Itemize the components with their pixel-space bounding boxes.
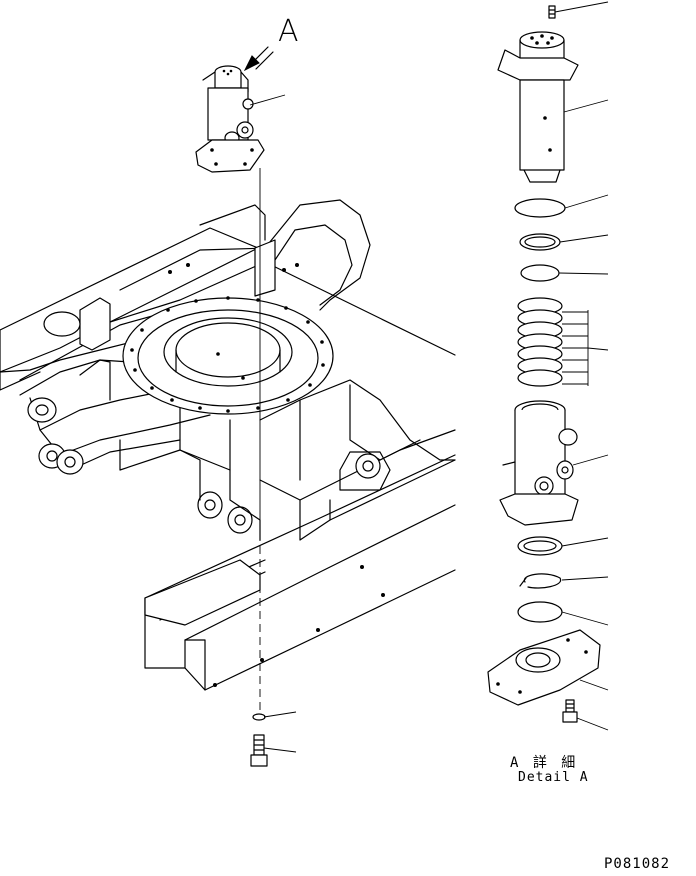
track-frame bbox=[0, 199, 456, 691]
leader-line bbox=[263, 747, 297, 753]
swing-circle bbox=[122, 296, 334, 415]
detail-label-english: Detail A bbox=[518, 770, 589, 785]
leader-line bbox=[263, 711, 297, 718]
view-label: A bbox=[278, 14, 299, 49]
washer-and-bolt bbox=[250, 713, 268, 767]
view-arrow-icon bbox=[243, 46, 274, 72]
center-swivel-joint bbox=[195, 65, 265, 173]
seal-stack bbox=[517, 297, 609, 387]
detail-label-japanese: A 詳 細 bbox=[510, 755, 579, 771]
leader-line bbox=[249, 94, 286, 106]
drawing-code: P081082 bbox=[604, 856, 671, 872]
detail-a-exploded-view bbox=[487, 1, 609, 731]
